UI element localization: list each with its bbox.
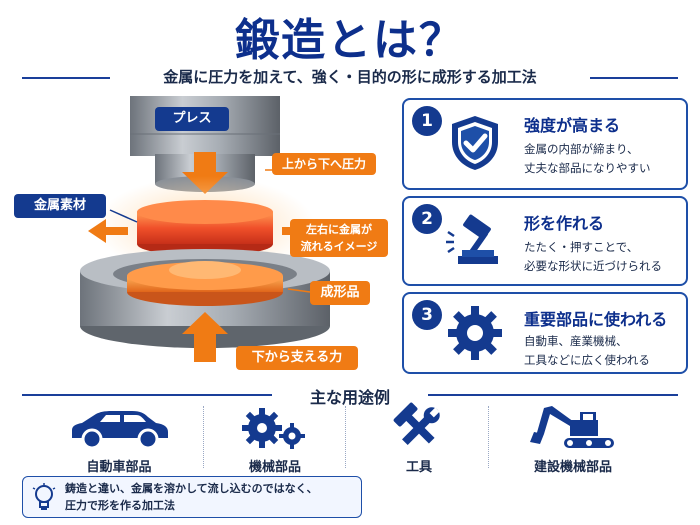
excavator-icon: [530, 406, 614, 448]
feature-desc-line1: たたく・押すことで、: [524, 240, 639, 254]
flow-label-line2: 流れるイメージ: [300, 240, 378, 253]
feature-card-important-parts: 3 重要部品に使われる 自動車、産業機械、 工具などに広く使われる: [402, 292, 688, 374]
uses-title: 主な用途例: [309, 388, 390, 407]
feature-desc: 自動車、産業機械、 工具などに広く使われる: [524, 332, 684, 370]
hammer-icon: [446, 214, 498, 264]
bottom-force-arrow: [182, 312, 228, 362]
feature-number: 2: [412, 204, 442, 234]
bottom-force-label: 下から支える力: [236, 346, 358, 370]
use-item-machine: 機械部品: [210, 402, 340, 476]
shield-check-icon: [452, 116, 498, 170]
feature-number: 3: [412, 300, 442, 330]
feature-desc: たたく・押すことで、 必要な形状に近づけられる: [524, 238, 684, 276]
feature-desc-line2: 工具などに広く使われる: [524, 353, 650, 367]
car-icon: [72, 411, 168, 450]
formed-product: [127, 261, 283, 306]
use-label: 自動車部品: [86, 460, 152, 475]
press-label: プレス: [155, 107, 229, 131]
use-item-tools: 工具: [354, 402, 484, 476]
note-line2: 圧力で形を作る加工法: [65, 499, 175, 512]
feature-desc-line1: 金属の内部が締まり、: [524, 142, 639, 156]
feature-desc-line1: 自動車、産業機械、: [524, 334, 628, 348]
uses-left-rule: [22, 394, 272, 396]
feature-desc-line2: 必要な形状に近づけられる: [524, 259, 662, 273]
use-separator: [488, 406, 489, 468]
use-label: 工具: [405, 460, 432, 475]
use-separator: [345, 406, 346, 468]
flow-label-line1: 左右に金属が: [306, 223, 372, 236]
hot-billet: [137, 200, 273, 256]
feature-title: 形を作れる: [524, 214, 605, 233]
product-label: 成形品: [310, 281, 370, 305]
top-force-label: 上から下へ圧力: [272, 153, 376, 175]
subtitle-bar: 金属に圧力を加えて、強く・目的の形に成形する加工法: [0, 64, 700, 90]
subtitle-left-rule: [22, 77, 110, 79]
left-flow-arrow: [88, 219, 128, 243]
feature-title: 重要部品に使われる: [524, 310, 668, 329]
use-item-construction: 建設機械部品: [508, 402, 638, 476]
use-label: 機械部品: [248, 460, 301, 475]
note-text: 鋳造と違い、金属を溶かして流し込むのではなく、 圧力で形を作る加工法: [65, 480, 357, 514]
feature-desc: 金属の内部が締まり、 丈夫な部品になりやすい: [524, 140, 684, 178]
use-item-car: 自動車部品: [54, 402, 184, 476]
uses-header: 主な用途例: [0, 382, 700, 408]
page-title: 鍛造とは？: [235, 15, 465, 66]
feature-card-strength: 1 強度が高まる 金属の内部が締まり、 丈夫な部品になりやすい: [402, 98, 688, 190]
use-label: 建設機械部品: [533, 460, 612, 475]
flow-label: 左右に金属が 流れるイメージ: [290, 219, 388, 257]
feature-desc-line2: 丈夫な部品になりやすい: [524, 161, 651, 175]
note-box: 鋳造と違い、金属を溶かして流し込むのではなく、 圧力で形を作る加工法: [22, 476, 362, 518]
lightbulb-icon: [32, 483, 56, 510]
note-line1: 鋳造と違い、金属を溶かして流し込むのではなく、: [65, 482, 318, 495]
tools-icon: [393, 402, 440, 445]
gear-icon: [448, 306, 502, 360]
forging-diagram: [80, 96, 330, 362]
subtitle: 金属に圧力を加えて、強く・目的の形に成形する加工法: [163, 68, 537, 86]
feature-title: 強度が高まる: [524, 116, 621, 135]
material-label: 金属素材: [14, 194, 106, 218]
uses-right-rule: [428, 394, 678, 396]
gears-icon: [242, 408, 305, 449]
feature-number: 1: [412, 106, 442, 136]
feature-card-shape: 2 形を作れる たたく・押すことで、 必要な形状に近づけられる: [402, 196, 688, 286]
subtitle-right-rule: [590, 77, 678, 79]
use-separator: [203, 406, 204, 468]
